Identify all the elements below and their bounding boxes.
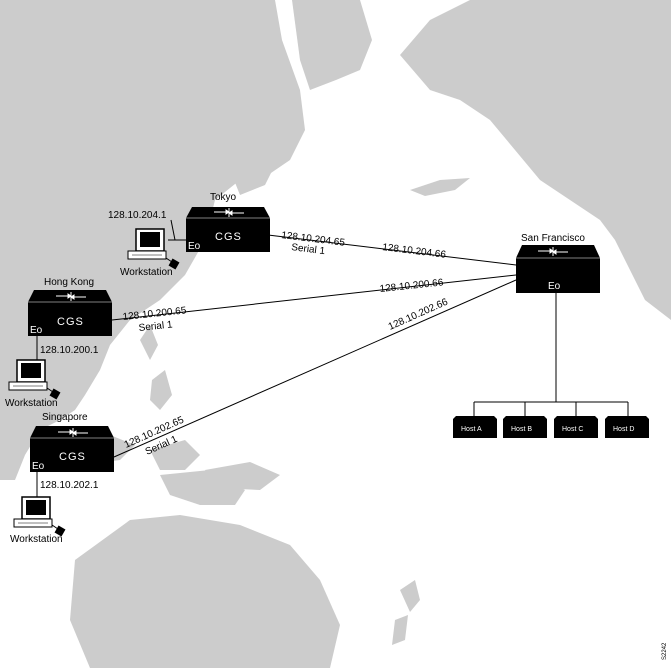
workstation-tokyo[interactable] <box>127 228 180 270</box>
host-c-label: Host C <box>562 426 583 433</box>
land-taiwan-philippines <box>140 325 172 410</box>
singapore-remote-ip: 128.10.202.66 <box>387 297 450 333</box>
host-d[interactable]: Host D <box>605 416 649 438</box>
hongkong-cgs-label: CGS <box>57 316 84 328</box>
host-c[interactable]: Host C <box>554 416 598 438</box>
host-a[interactable]: Host A <box>453 416 497 438</box>
host-b[interactable]: Host B <box>503 416 547 438</box>
land-australia <box>70 515 340 668</box>
hongkong-serial-label: Serial 1 <box>138 319 173 334</box>
land-japan-south <box>230 160 275 195</box>
link-singapore-sf <box>113 279 517 458</box>
tokyo-serial-label: Serial 1 <box>291 242 326 257</box>
tokyo-workstation-label: Workstation <box>120 267 173 278</box>
hongkong-site-label: Hong Kong <box>44 277 94 288</box>
hongkong-remote-ip: 128.10.200.66 <box>379 277 444 295</box>
singapore-lan-ip: 128.10.202.1 <box>40 480 99 491</box>
tokyo-port-label: Eo <box>188 241 201 252</box>
hongkong-lan-ip: 128.10.200.1 <box>40 345 99 356</box>
router-arrows-icon <box>56 292 86 301</box>
tokyo-ip-leader <box>170 219 176 241</box>
singapore-cgs-label: CGS <box>59 451 86 463</box>
tokyo-site-label: Tokyo <box>210 192 237 203</box>
hongkong-port-label: Eo <box>30 325 43 336</box>
singapore-site-label: Singapore <box>42 412 88 423</box>
land-alaska <box>400 0 671 320</box>
sanfrancisco-port-label: Eo <box>548 281 561 292</box>
router-tokyo[interactable]: CGS Eo <box>186 207 270 252</box>
workstation-hongkong[interactable] <box>8 359 61 400</box>
host-d-label: Host D <box>613 426 634 433</box>
land-indonesia <box>75 435 280 490</box>
figure-id: S2242 <box>662 642 668 660</box>
singapore-port-label: Eo <box>32 461 45 472</box>
singapore-workstation-label: Workstation <box>10 534 63 545</box>
tokyo-cgs-label: CGS <box>215 231 242 243</box>
router-singapore[interactable]: CGS Eo <box>30 426 114 472</box>
tokyo-lan-ip: 128.10.204.1 <box>108 210 167 221</box>
router-sanfrancisco[interactable]: Eo <box>516 245 600 293</box>
tokyo-remote-ip: 128.10.204.66 <box>382 242 447 261</box>
land-japan <box>292 0 372 90</box>
hongkong-workstation-label: Workstation <box>5 398 58 409</box>
land-new-zealand <box>392 580 420 645</box>
router-arrows-icon <box>214 208 244 217</box>
link-hongkong-sf <box>111 274 517 321</box>
land-aleutian <box>410 178 470 196</box>
host-b-label: Host B <box>511 426 532 433</box>
router-arrows-icon <box>58 428 88 437</box>
workstation-singapore[interactable] <box>13 496 66 537</box>
sanfrancisco-site-label: San Francisco <box>521 233 585 244</box>
links <box>36 219 629 497</box>
router-hongkong[interactable]: CGS Eo <box>28 290 112 336</box>
router-arrows-icon <box>538 247 568 256</box>
host-a-label: Host A <box>461 426 482 433</box>
land-new-guinea <box>160 470 245 505</box>
link-tokyo-sf <box>267 234 517 266</box>
